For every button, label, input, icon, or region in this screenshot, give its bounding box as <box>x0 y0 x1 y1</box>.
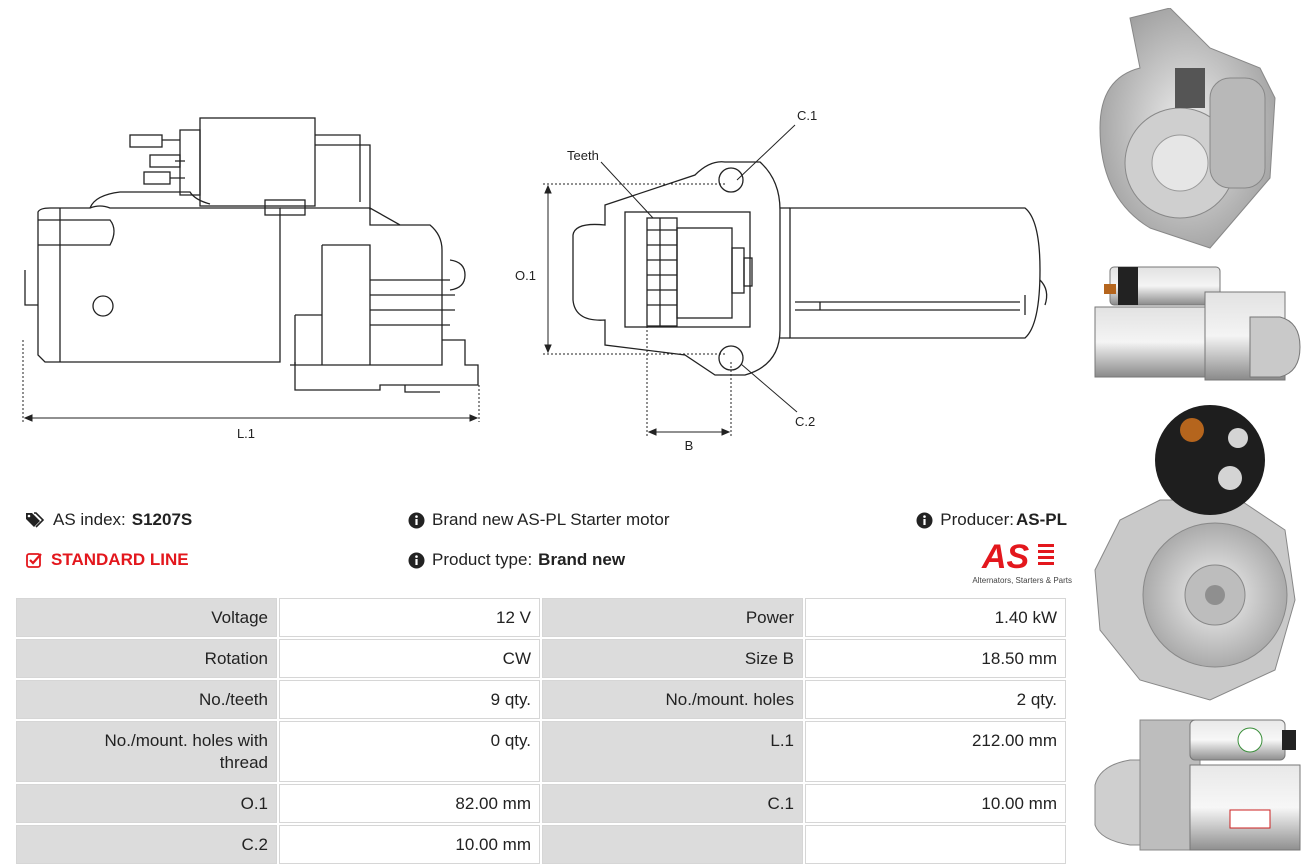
spec-value: 212.00 mm <box>805 721 1066 782</box>
producer: Producer: AS-PL <box>916 510 1067 530</box>
spec-value: 82.00 mm <box>279 784 540 823</box>
product-type-label: Product type: <box>432 550 533 569</box>
product-photo-rear[interactable] <box>1090 400 1305 705</box>
info-circle-icon <box>916 512 933 529</box>
spec-value: 9 qty. <box>279 680 540 719</box>
as-index-value: S1207S <box>131 510 193 529</box>
spec-value <box>805 825 1066 864</box>
info-circle-icon <box>408 552 425 569</box>
spec-label: No./mount. holes <box>542 680 803 719</box>
check-square-icon <box>26 552 43 568</box>
spec-value: 18.50 mm <box>805 639 1066 678</box>
spec-value: 0 qty. <box>279 721 540 782</box>
dimension-label-l1: L.1 <box>237 426 255 441</box>
spec-value: 10.00 mm <box>805 784 1066 823</box>
logo-tagline: Alternators, Starters & Parts <box>972 576 1072 585</box>
spec-label: O.1 <box>16 784 277 823</box>
as-index-label: AS index: <box>53 510 126 529</box>
producer-label: Producer: <box>940 510 1014 529</box>
spec-value: 10.00 mm <box>279 825 540 864</box>
spec-label: Rotation <box>16 639 277 678</box>
spec-value: 12 V <box>279 598 540 637</box>
front-view-drawing: O.1 B Teeth C.1 C.2 <box>515 108 1048 453</box>
spec-label <box>542 825 803 864</box>
product-photo-side-1[interactable] <box>1090 262 1305 387</box>
producer-value: AS-PL <box>1016 510 1067 529</box>
spec-label: Voltage <box>16 598 277 637</box>
product-photo-side-2[interactable] <box>1090 715 1305 855</box>
spec-label: No./teeth <box>16 680 277 719</box>
product-type: Product type: Brand new <box>408 550 625 570</box>
spec-value: CW <box>279 639 540 678</box>
as-pl-logo[interactable]: AS Alternators, Starters & Parts <box>962 538 1072 585</box>
spec-label: C.2 <box>16 825 277 864</box>
dimension-label-c1: C.1 <box>797 108 817 123</box>
product-type-value: Brand new <box>538 550 626 569</box>
teeth-label: Teeth <box>567 148 599 163</box>
standard-line-badge: STANDARD LINE <box>26 550 189 570</box>
spec-value: 1.40 kW <box>805 598 1066 637</box>
tags-icon <box>26 512 46 528</box>
info-circle-icon <box>408 512 425 529</box>
svg-text:AS: AS <box>981 538 1030 572</box>
product-description: Brand new AS-PL Starter motor <box>408 510 669 530</box>
side-view-drawing: L.1 <box>22 117 480 441</box>
spec-label: Power <box>542 598 803 637</box>
description-text: Brand new AS-PL Starter motor <box>432 510 670 529</box>
as-index: AS index: S1207S <box>26 510 192 530</box>
spec-label: C.1 <box>542 784 803 823</box>
dimension-label-o1: O.1 <box>515 268 536 283</box>
product-photo-front[interactable] <box>1090 8 1305 253</box>
spec-label: Size B <box>542 639 803 678</box>
dimension-label-c2: C.2 <box>795 414 815 429</box>
spec-value: 2 qty. <box>805 680 1066 719</box>
spec-label: No./mount. holes with thread <box>16 721 277 782</box>
standard-line-label: STANDARD LINE <box>51 550 189 569</box>
dimension-label-b: B <box>685 438 694 453</box>
spec-label: L.1 <box>542 721 803 782</box>
